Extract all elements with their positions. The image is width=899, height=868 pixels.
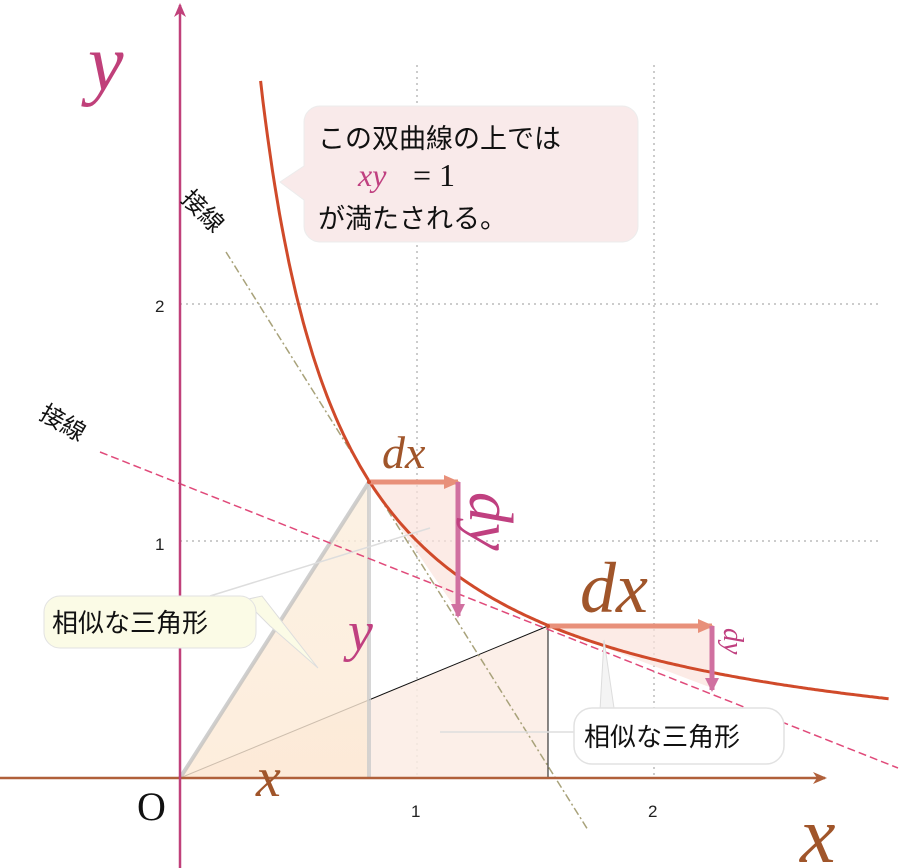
callout-line3: が満たされる。 <box>318 204 507 234</box>
dx-label-small: dx <box>382 427 426 478</box>
similar-left-label: 相似な三角形 <box>52 608 208 638</box>
tangent-label-upper: 接線 <box>176 185 229 238</box>
callout-line1: この双曲線の上では <box>318 124 561 154</box>
hyperbola-curve <box>259 80 889 701</box>
similar-callout-left: 相似な三角形 <box>43 527 431 669</box>
x-axis-label: x <box>799 792 836 868</box>
y-tick-2: 2 <box>155 297 164 316</box>
similar-right-label: 相似な三角形 <box>584 722 740 752</box>
dx-label-large: dx <box>580 548 648 628</box>
x-tick-2: 2 <box>648 802 657 821</box>
dy-label-large: dy <box>717 628 748 655</box>
tangent-label-lower: 接線 <box>35 400 90 447</box>
y-tick-1: 1 <box>155 535 164 554</box>
x-tick-1: 1 <box>411 802 420 821</box>
tangent-line-olive <box>225 251 589 831</box>
y-axis-label: y <box>81 20 124 108</box>
dy-label-small: dy <box>456 492 524 551</box>
small-triangle-y-label: y <box>343 601 373 663</box>
origin-label: O <box>137 784 166 829</box>
callout-bubble: この双曲線の上では xy = 1 が満たされる。 <box>279 105 639 243</box>
tangent-point-2 <box>546 624 550 628</box>
small-triangle-x-label: x <box>255 747 281 809</box>
callout-formula-rhs: = 1 <box>413 157 455 193</box>
callout-formula-xy: xy <box>357 157 387 193</box>
tangent-point-1 <box>367 480 371 484</box>
similar-callout-right: 相似な三角形 <box>440 639 785 765</box>
